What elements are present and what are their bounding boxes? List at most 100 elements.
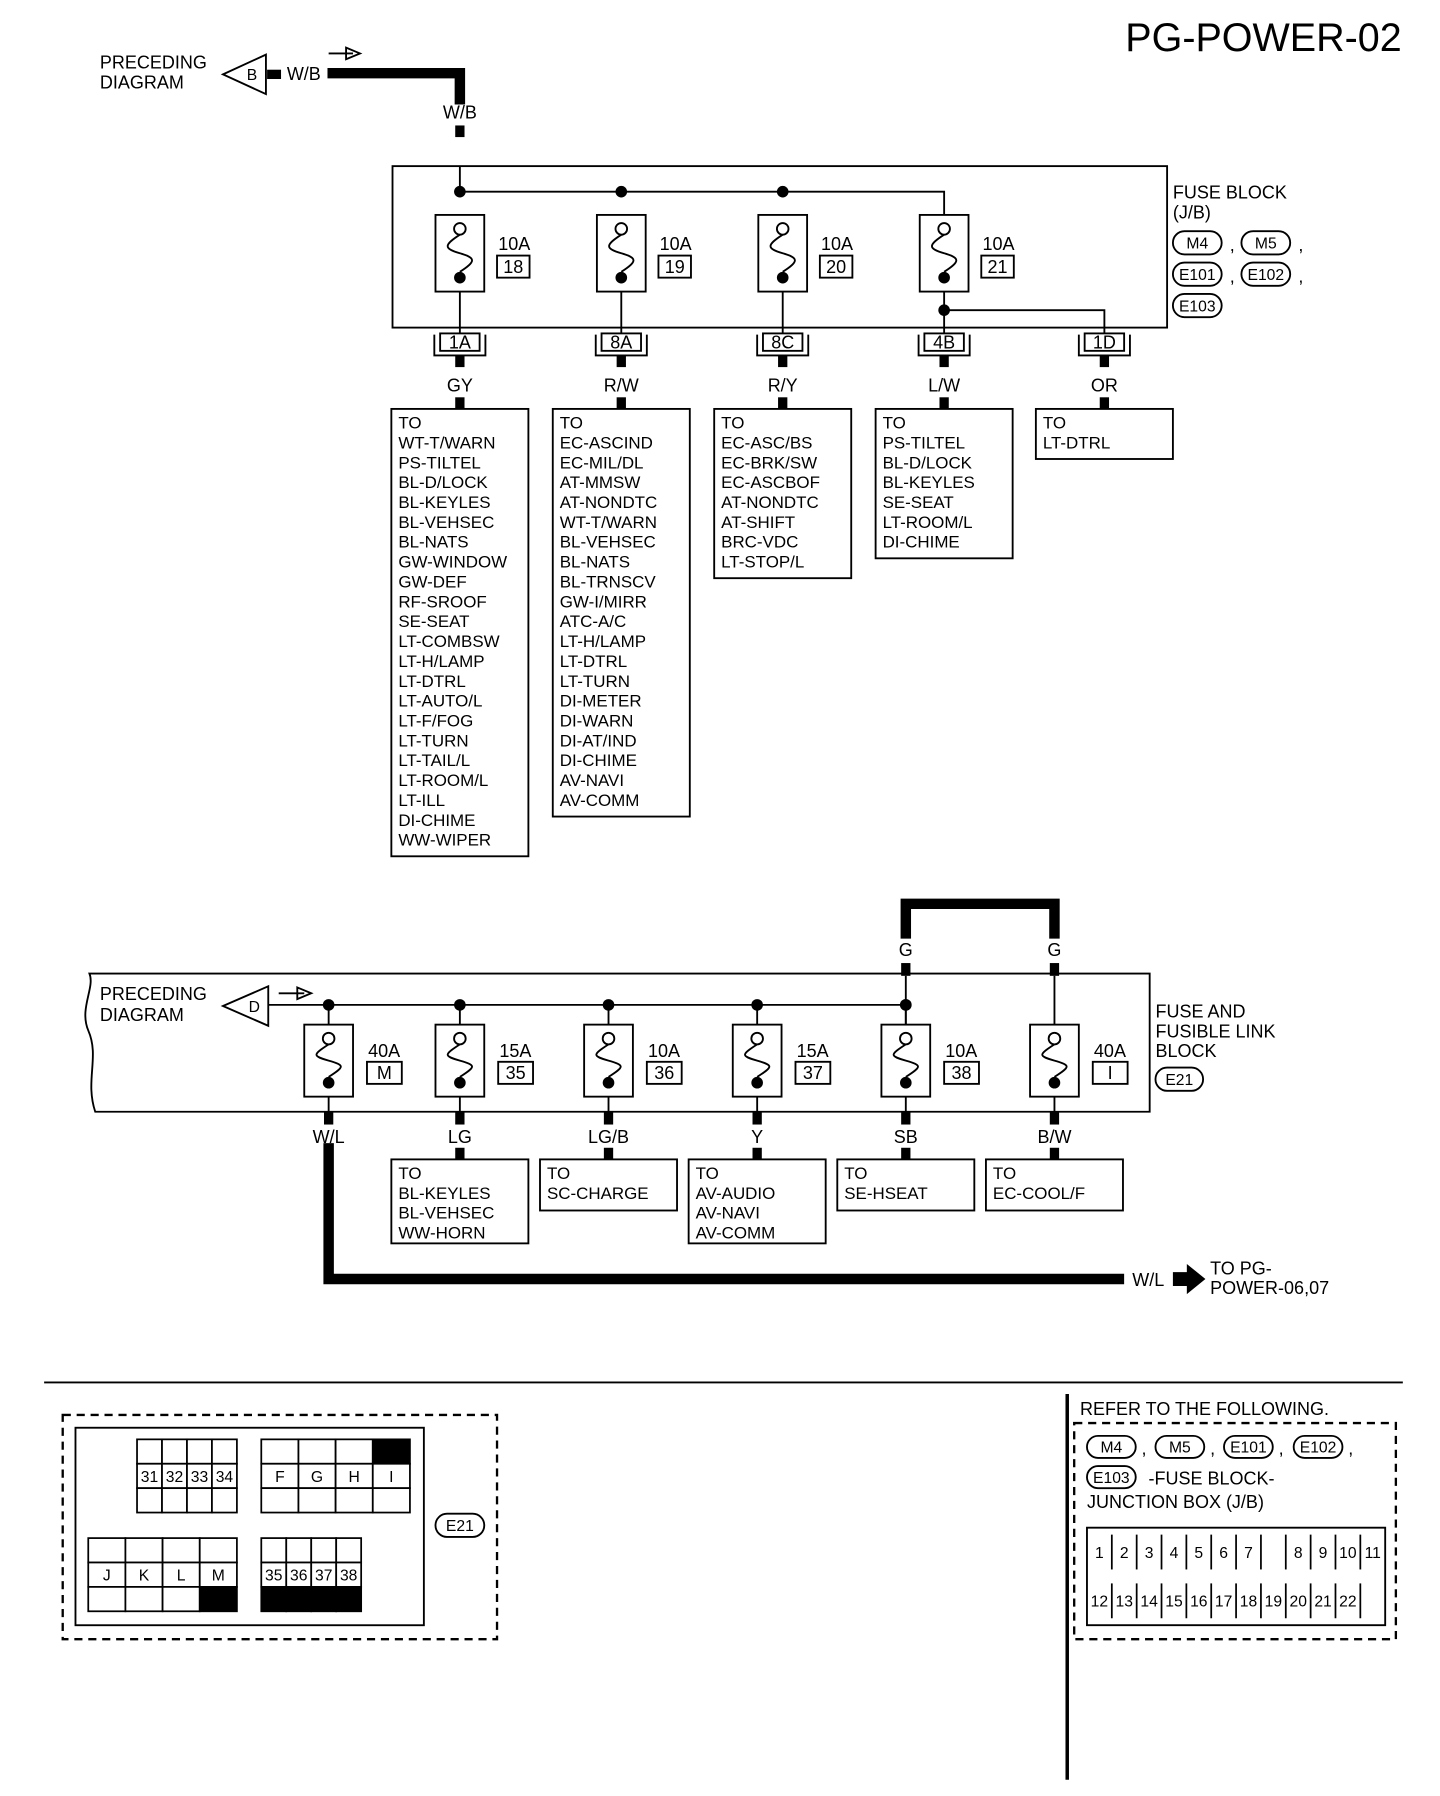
wire-color-label: L/W	[928, 375, 960, 395]
destination-item: DI-AT/IND	[560, 731, 637, 750]
wire-stub	[455, 1111, 465, 1125]
fuse-terminal	[900, 1076, 912, 1089]
destination-item: AT-SHIFT	[721, 513, 795, 532]
connector-cavity	[87, 1586, 127, 1613]
destination-item: LT-H/LAMP	[398, 652, 484, 671]
wire-stub	[616, 397, 626, 409]
fuse-number-box	[794, 1060, 832, 1085]
fuse-number: 36	[654, 1063, 674, 1083]
fuse-glyph	[595, 213, 647, 293]
reference-description-line2: JUNCTION BOX (J/B)	[1087, 1492, 1264, 1512]
destination-item: DI-METER	[560, 692, 642, 711]
connector-cavity	[198, 1537, 238, 1564]
input-wire	[327, 67, 466, 105]
fuse-terminal-open	[899, 1031, 913, 1046]
connector-oval-label: M4	[1186, 236, 1208, 253]
destination-item: LT-DTRL	[560, 652, 627, 671]
destination-frame	[874, 407, 1014, 560]
destination-item: SE-SEAT	[398, 612, 469, 631]
reference-connector-oval-e101	[1223, 1434, 1274, 1459]
connector-cavity	[285, 1537, 313, 1564]
pin-number: 6	[1219, 1545, 1228, 1562]
connector-pin-label: 35	[265, 1568, 283, 1585]
destination-item: EC-MIL/DL	[560, 453, 644, 472]
fuse-terminal	[938, 271, 950, 284]
destination-item: PS-TILTEL	[398, 453, 481, 472]
destination-item: AV-NAVI	[696, 1204, 760, 1223]
fuse-amps: 40A	[1094, 1041, 1126, 1061]
destination-box: TOWT-T/WARNPS-TILTELBL-D/LOCKBL-KEYLESBL…	[390, 407, 530, 858]
connector-cavity	[260, 1487, 300, 1514]
destination-to-label: TO	[993, 1164, 1016, 1183]
connector-tab-inner	[923, 332, 965, 352]
destination-item: WT-T/WARN	[398, 433, 495, 452]
destination-frame	[836, 1158, 976, 1212]
fuse-element	[608, 233, 635, 273]
fuse-number-box	[497, 1060, 534, 1085]
destination-item: BL-KEYLES	[398, 493, 490, 512]
fuse-terminal	[776, 271, 789, 284]
reference-connector-oval-m4	[1086, 1434, 1137, 1459]
fuse-element	[744, 1043, 771, 1078]
pin-number: 9	[1319, 1545, 1328, 1562]
connector-cavity	[186, 1487, 213, 1514]
block-title-line1: FUSE AND	[1155, 1002, 1245, 1022]
fuse-element	[1041, 1043, 1068, 1078]
fuse-terminal	[1048, 1076, 1061, 1089]
pin-number: 22	[1339, 1594, 1356, 1611]
reference-connector-oval-e103	[1086, 1465, 1137, 1490]
pin-number: 7	[1244, 1545, 1253, 1562]
destination-item: WW-WIPER	[398, 831, 491, 850]
destination-item: LT-ROOM/L	[398, 771, 488, 790]
destination-item: LT-DTRL	[1043, 433, 1110, 452]
reference-dashed-frame	[1073, 1421, 1398, 1641]
bus-node	[776, 185, 789, 198]
bus-bar	[458, 166, 946, 215]
destination-item: LT-COMBSW	[398, 632, 499, 651]
wire-stub	[778, 355, 788, 368]
fuse-element	[595, 1043, 622, 1078]
fuse-element	[769, 233, 796, 273]
connector-oval-label: E21	[1165, 1072, 1193, 1089]
destination-item: SE-HSEAT	[844, 1184, 927, 1203]
wire-stub	[324, 1111, 334, 1125]
connector-cavity	[124, 1537, 164, 1564]
connector-pin-label: 31	[141, 1469, 158, 1486]
preceding-label-line1: PRECEDING	[100, 53, 207, 73]
destination-item: LT-TAIL/L	[398, 751, 470, 770]
wire-stub	[455, 355, 465, 368]
destination-box: TOPS-TILTELBL-D/LOCKBL-KEYLESSE-SEATLT-R…	[874, 407, 1014, 560]
destination-item: LT-STOP/L	[721, 553, 804, 572]
connector-cavity-filled	[335, 1586, 363, 1613]
destination-frame	[1034, 407, 1174, 460]
fuse-number-box	[1091, 1060, 1129, 1085]
wire-color-label: LG	[448, 1127, 472, 1147]
destination-item: DI-CHIME	[398, 811, 475, 830]
fuse-amps: 10A	[821, 234, 853, 254]
fuse-number-box	[980, 254, 1015, 279]
fuse-amps: 10A	[945, 1041, 977, 1061]
wire-stub	[778, 397, 788, 409]
destination-item: BL-NATS	[560, 553, 630, 572]
connector-pin-label: 37	[315, 1568, 332, 1585]
destination-frame	[551, 407, 691, 818]
connector-cavity	[211, 1487, 238, 1514]
input-wire-label: W/B	[443, 102, 477, 122]
destination-frame	[713, 407, 853, 580]
fuse-number: M	[377, 1063, 392, 1083]
fuse-glyph	[757, 213, 809, 293]
wire-color-label: SB	[894, 1127, 918, 1147]
input-wire-stub	[267, 69, 282, 79]
connector-tab: 1A	[433, 332, 487, 357]
destination-item: AV-AUDIO	[696, 1184, 776, 1203]
destination-item: AT-NONDTC	[560, 493, 658, 512]
connector-pin-label: M	[212, 1568, 225, 1585]
flow-arrow	[328, 46, 363, 61]
destination-item: WW-HORN	[398, 1224, 485, 1243]
wire-stub	[901, 1147, 911, 1160]
connector-cavity	[310, 1537, 338, 1564]
